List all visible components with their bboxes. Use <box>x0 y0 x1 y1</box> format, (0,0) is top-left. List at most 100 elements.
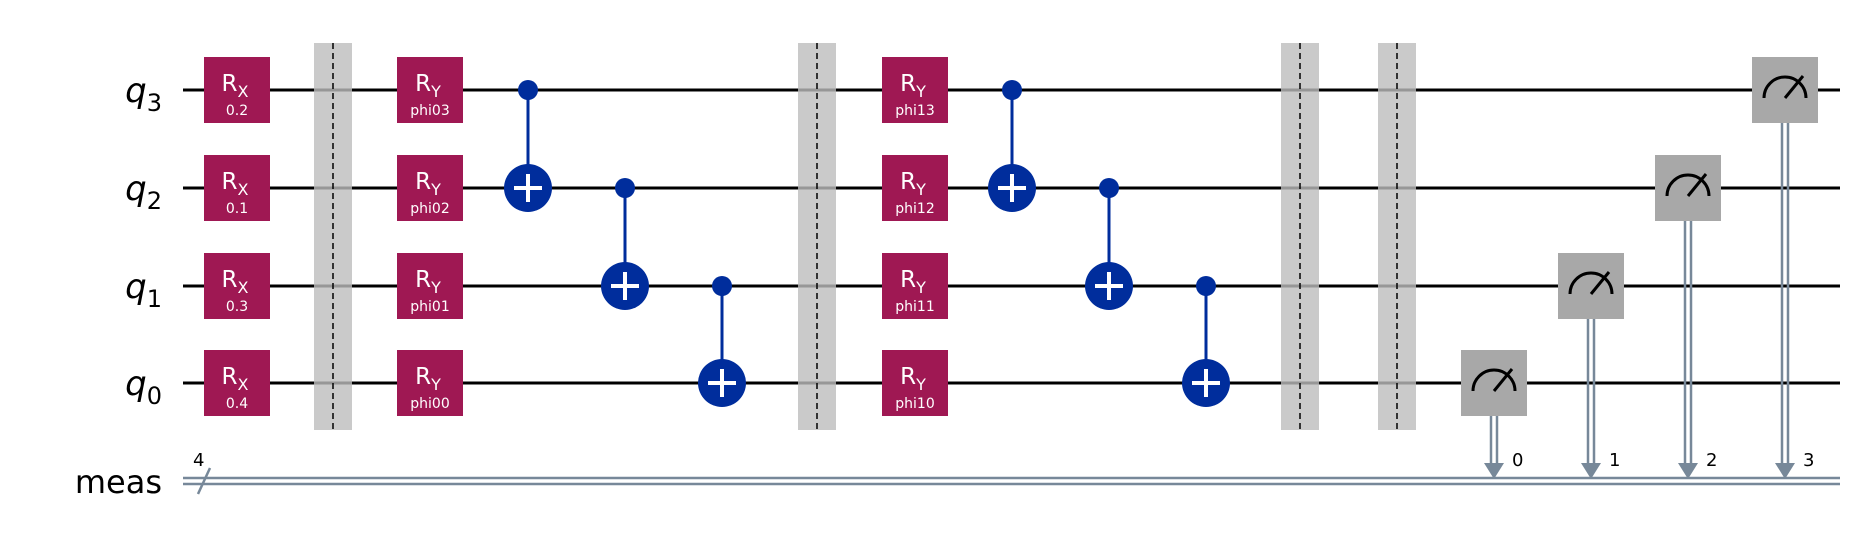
gate-label-sub: Y <box>915 180 926 199</box>
gate-box <box>882 155 948 221</box>
cnot-block1-1 <box>504 80 552 212</box>
gate-param: phi10 <box>895 396 934 412</box>
gate-box <box>397 57 463 123</box>
measure-box <box>1558 253 1624 319</box>
rx-gate-q1: RX0.3 <box>204 253 270 319</box>
gate-box <box>882 350 948 416</box>
measure-gauge-icon <box>1762 75 1808 99</box>
classical-register-size: 4 <box>193 450 204 471</box>
barrier-layer <box>314 43 1416 430</box>
rx-gate-q3: RX0.2 <box>204 57 270 123</box>
gate-label-sub: Y <box>915 278 926 297</box>
qubit-label-0: q0 <box>125 364 162 410</box>
gate-param: phi11 <box>895 299 934 315</box>
rx-gate-q0: RX 0.4 <box>204 350 270 416</box>
cnot-block2-1 <box>988 80 1036 212</box>
gate-label-sub: X <box>238 278 249 297</box>
gate-label-sub: Y <box>430 375 441 394</box>
gate-param: 0.2 <box>226 103 248 119</box>
measure-arrow <box>1775 463 1795 479</box>
gate-box <box>882 253 948 319</box>
gate-box <box>882 57 948 123</box>
gate-param: phi00 <box>410 396 449 412</box>
register-label-layer: 4 q3 q2 q1 q0 meas <box>75 71 205 501</box>
measure-gauge-icon <box>1568 271 1614 295</box>
measure-box <box>1752 57 1818 123</box>
cnot-block2-3 <box>1182 276 1230 407</box>
cnot-block1-2 <box>601 178 649 310</box>
measure-needle <box>1686 173 1708 197</box>
qubit-label-1: q1 <box>125 267 162 313</box>
cnot-block1-3 <box>698 276 746 407</box>
measure-arrow <box>1484 463 1504 479</box>
gate-label-sub: Y <box>430 180 441 199</box>
gate-label-sub: X <box>238 82 249 101</box>
measure-q0: 0 <box>1461 350 1527 479</box>
classical-bit-label: 1 <box>1609 450 1620 471</box>
gate-box <box>397 155 463 221</box>
measure-needle <box>1492 368 1514 392</box>
classical-bit-label: 3 <box>1803 450 1814 471</box>
gate-param: phi01 <box>410 299 449 315</box>
gate-label-sub: X <box>238 375 249 394</box>
measure-q3: 3 <box>1752 57 1818 479</box>
gate-box <box>397 253 463 319</box>
qubit-label-index: 1 <box>147 285 162 313</box>
gate-label-sub: Y <box>430 278 441 297</box>
gate-layer: RX0.2RX0.1RX0.3RX0.4RYphi03RYphi02RYphi0… <box>204 57 1818 479</box>
measure-needle <box>1589 271 1611 295</box>
classical-bit-label: 0 <box>1512 450 1523 471</box>
gate-box <box>204 155 270 221</box>
gate-box <box>204 57 270 123</box>
qubit-label-2: q2 <box>125 169 162 215</box>
gate-label-sub: Y <box>915 375 926 394</box>
qubit-label-3: q3 <box>125 71 162 117</box>
cnot-control-dot <box>1002 80 1022 100</box>
gate-box <box>204 253 270 319</box>
cnot-block2-2 <box>1085 178 1133 310</box>
measure-box <box>1655 155 1721 221</box>
gate-label-sub: X <box>238 180 249 199</box>
qubit-label-index: 0 <box>147 382 162 410</box>
gate-label-sub: Y <box>915 82 926 101</box>
measure-q1: 1 <box>1558 253 1624 479</box>
gate-box <box>397 350 463 416</box>
gate-param: 0.4 <box>226 396 248 412</box>
classical-bit-label: 2 <box>1706 450 1717 471</box>
gate-param: phi03 <box>410 103 449 119</box>
rx-gate-q2: RX0.1 <box>204 155 270 221</box>
cnot-control-dot <box>1099 178 1119 198</box>
gate-label-sub: Y <box>430 82 441 101</box>
measure-arrow <box>1581 463 1601 479</box>
classical-register-label: meas <box>75 463 162 501</box>
qubit-label-index: 3 <box>147 89 162 117</box>
measure-gauge-icon <box>1665 173 1711 197</box>
gate-param: phi12 <box>895 201 934 217</box>
gate-param: phi02 <box>410 201 449 217</box>
measure-needle <box>1783 75 1805 99</box>
measure-gauge-icon <box>1471 368 1517 392</box>
cnot-control-dot <box>518 80 538 100</box>
gate-box <box>204 350 270 416</box>
qubit-label-index: 2 <box>147 187 162 215</box>
cnot-control-dot <box>615 178 635 198</box>
gate-label: RX <box>222 364 249 394</box>
gate-param: 0.1 <box>226 201 248 217</box>
measure-box <box>1461 350 1527 416</box>
measure-arrow <box>1678 463 1698 479</box>
cnot-control-dot <box>1196 276 1216 296</box>
gate-param: phi13 <box>895 103 934 119</box>
gate-param: 0.3 <box>226 299 248 315</box>
cnot-control-dot <box>712 276 732 296</box>
measure-q2: 2 <box>1655 155 1721 479</box>
